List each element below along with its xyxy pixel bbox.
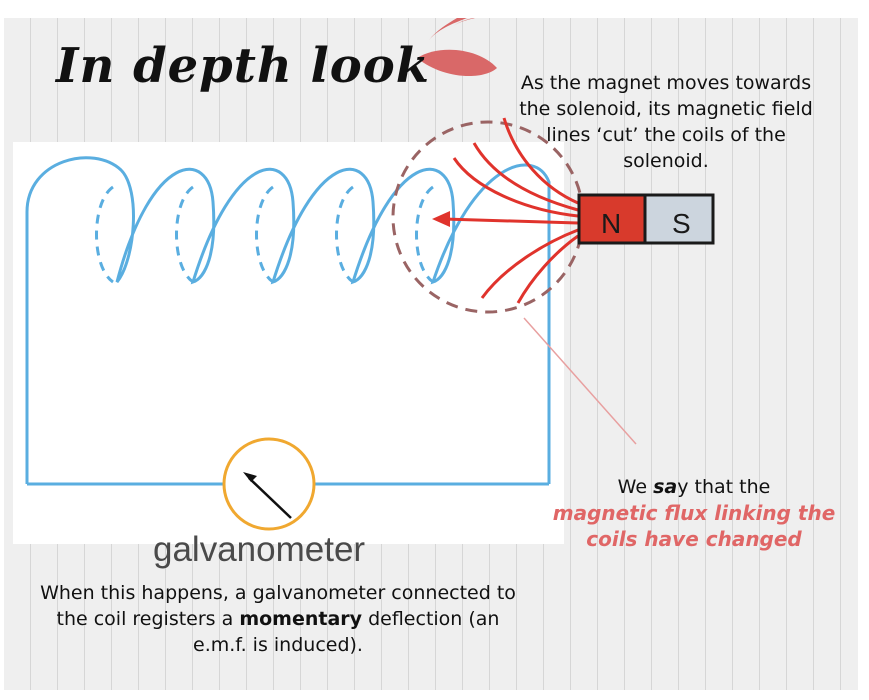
galvanometer-label: galvanometer — [153, 530, 366, 569]
flux-note-rest: y that the — [677, 476, 771, 498]
field-arrow-head — [432, 211, 450, 227]
circuit-diagram — [25, 156, 551, 531]
slide: In depth look galvanometer — [4, 18, 858, 690]
field-line-5 — [516, 234, 579, 304]
flux-note: We say that the magnetic flux linking th… — [544, 474, 844, 552]
page-title: In depth look — [56, 38, 431, 94]
diagram-panel: galvanometer — [13, 142, 564, 569]
galvanometer-note-before: When this happens, a galvanometer connec… — [40, 582, 516, 630]
solenoid-coil — [25, 156, 551, 484]
magnet-south-pole — [643, 193, 715, 245]
galvanometer-needle — [248, 477, 292, 519]
field-line-4 — [480, 228, 579, 299]
galvanometer-note-after: deflection (an e.m.f. is induced). — [193, 608, 500, 656]
magnet-south-label: S — [672, 208, 691, 239]
decorative-splash-icon — [417, 18, 497, 77]
flux-note-intro: We say that the — [618, 476, 771, 498]
pointer-line — [523, 317, 637, 445]
coil-back-3 — [255, 185, 274, 284]
coil-back-5 — [415, 185, 434, 284]
flux-note-emphasis: magnetic flux linking the coils have cha… — [552, 501, 836, 551]
coil-back-2 — [175, 185, 194, 284]
flux-note-bold: sa — [653, 476, 678, 498]
galvanometer-note: When this happens, a galvanometer connec… — [38, 580, 518, 658]
galvanometer-dial — [222, 437, 316, 531]
flux-note-start: We — [617, 476, 654, 498]
galvanometer-needle-head — [243, 472, 257, 482]
coil-back-1 — [95, 185, 114, 284]
field-line-3 — [452, 157, 579, 218]
magnet-north-label: N — [601, 208, 621, 239]
field-lines-note: As the magnet moves towards the solenoid… — [519, 72, 813, 172]
field-line-6 — [443, 217, 579, 225]
galvanometer-note-bold: momentary — [239, 608, 363, 630]
field-line-2 — [472, 142, 579, 212]
field-line-1 — [502, 117, 579, 205]
magnet-diagram-overlay: N S — [391, 117, 715, 445]
magnet-north-pole — [577, 193, 647, 245]
coil-back-4 — [335, 185, 354, 284]
